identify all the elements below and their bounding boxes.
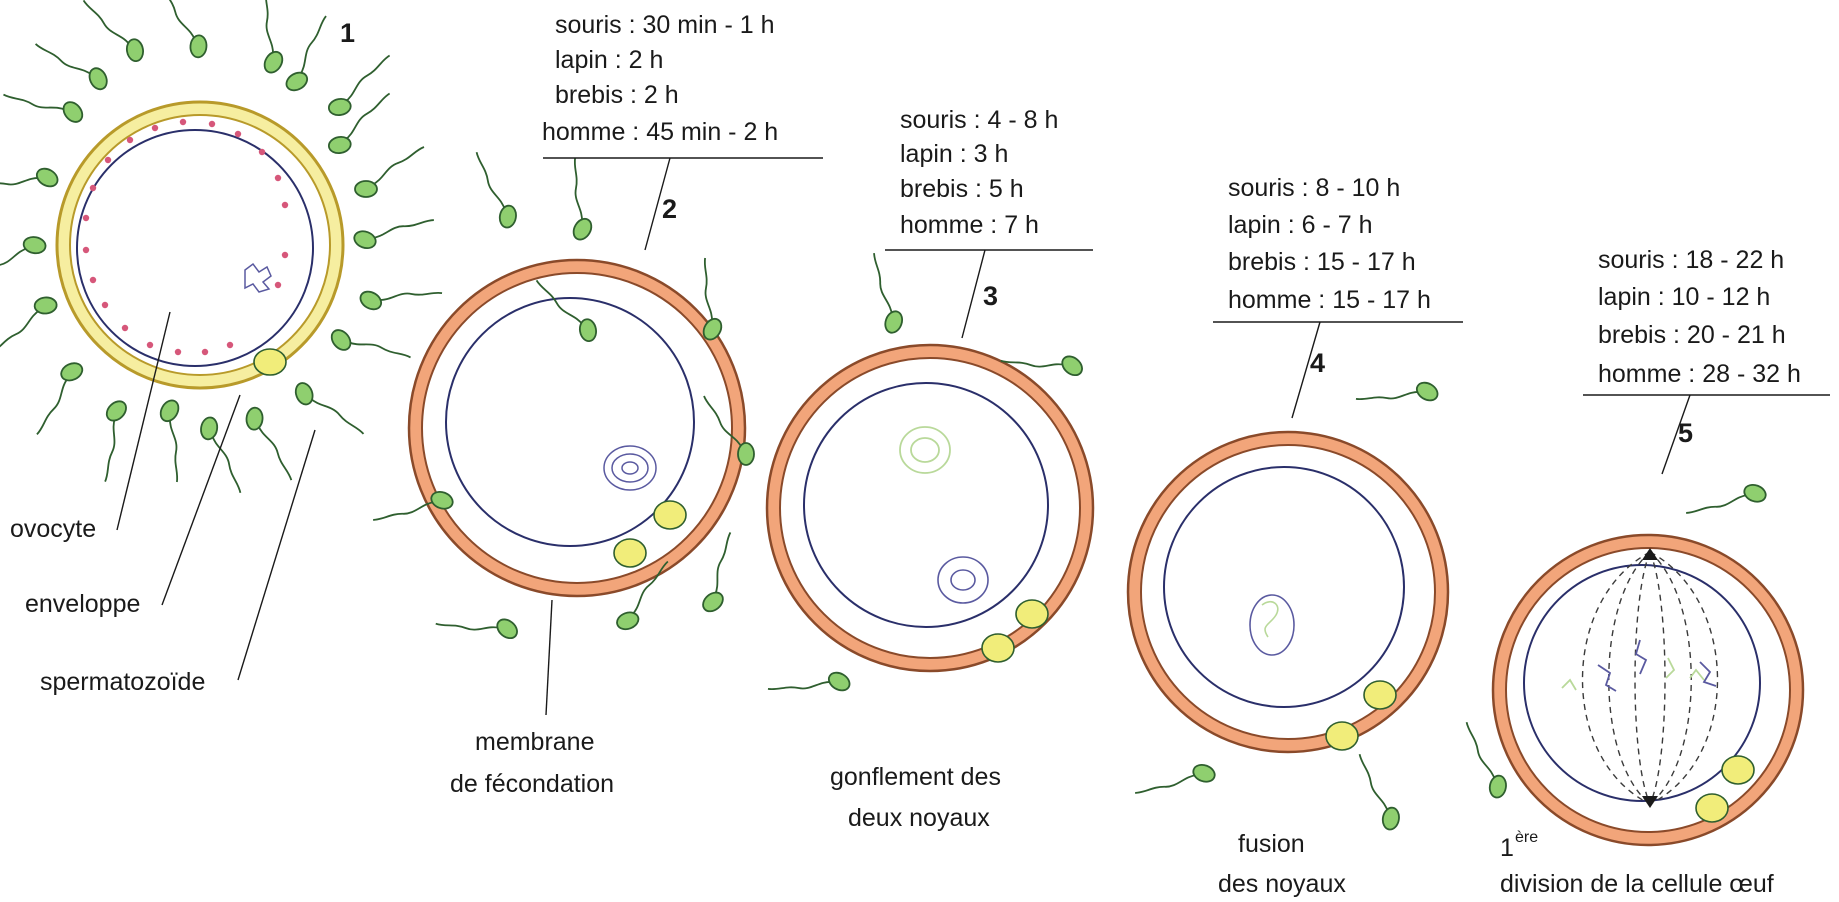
- stage-number: 4: [1310, 348, 1325, 378]
- stage-number: 3: [983, 281, 998, 311]
- stage-3: 3 souris : 4 - 8 h lapin : 3 h brebis : …: [767, 106, 1093, 832]
- timing-line: souris : 4 - 8 h: [900, 106, 1058, 134]
- label-spermatozoide: spermatozoïde: [40, 668, 205, 696]
- timing-line: lapin : 6 - 7 h: [1228, 211, 1373, 239]
- stage-1: 1 ovocyte enveloppe spermatozoïde: [0, 0, 442, 696]
- leader-line: [962, 250, 985, 338]
- polar-body: [1326, 722, 1358, 750]
- timing-line: brebis : 20 - 21 h: [1598, 321, 1786, 349]
- polar-body: [1016, 600, 1048, 628]
- caption-line: division de la cellule œuf: [1500, 870, 1774, 898]
- timing-line: homme : 45 min - 2 h: [542, 118, 778, 146]
- timing-line: brebis : 15 - 17 h: [1228, 248, 1416, 276]
- timing-line: souris : 8 - 10 h: [1228, 174, 1400, 202]
- label-enveloppe: enveloppe: [25, 590, 140, 618]
- caption-line: deux noyaux: [848, 804, 990, 832]
- timing-line: brebis : 5 h: [900, 175, 1024, 203]
- timing-line: lapin : 10 - 12 h: [1598, 283, 1770, 311]
- polar-body: [1696, 794, 1728, 822]
- stage-number: 1: [340, 18, 355, 48]
- caption-superscript: ère: [1515, 829, 1538, 846]
- polar-body: [254, 349, 286, 375]
- stage-5: 5 souris : 18 - 22 h lapin : 10 - 12 h b…: [1455, 246, 1830, 898]
- stage-4: 4 souris : 8 - 10 h lapin : 6 - 7 h breb…: [1128, 174, 1463, 898]
- timing-line: homme : 7 h: [900, 211, 1039, 239]
- oocyte-membrane: [1164, 467, 1404, 707]
- caption-line: membrane: [475, 728, 595, 756]
- polar-body: [1364, 681, 1396, 709]
- oocyte-membrane: [77, 130, 313, 366]
- oocyte-membrane: [804, 383, 1048, 627]
- stage-number: 2: [662, 194, 677, 224]
- timing-line: brebis : 2 h: [555, 81, 679, 109]
- timing-line: lapin : 3 h: [900, 140, 1008, 168]
- timing-line: homme : 15 - 17 h: [1228, 286, 1431, 314]
- caption-line: des noyaux: [1218, 870, 1346, 898]
- caption-line: de fécondation: [450, 770, 614, 798]
- polar-body: [654, 501, 686, 529]
- caption-line: gonflement des: [830, 763, 1001, 791]
- polar-body: [1722, 756, 1754, 784]
- polar-body: [614, 539, 646, 567]
- leader-line: [546, 600, 552, 715]
- caption-prefix: 1: [1500, 834, 1514, 862]
- stage-2: 2 souris : 30 min - 1 h lapin : 2 h breb…: [373, 11, 823, 798]
- timing-line: homme : 28 - 32 h: [1598, 360, 1801, 388]
- polar-body: [982, 634, 1014, 662]
- caption-line: fusion: [1238, 830, 1305, 858]
- timing-line: lapin : 2 h: [555, 46, 663, 74]
- timing-line: souris : 30 min - 1 h: [555, 11, 775, 39]
- label-ovocyte: ovocyte: [10, 515, 96, 543]
- timing-line: souris : 18 - 22 h: [1598, 246, 1784, 274]
